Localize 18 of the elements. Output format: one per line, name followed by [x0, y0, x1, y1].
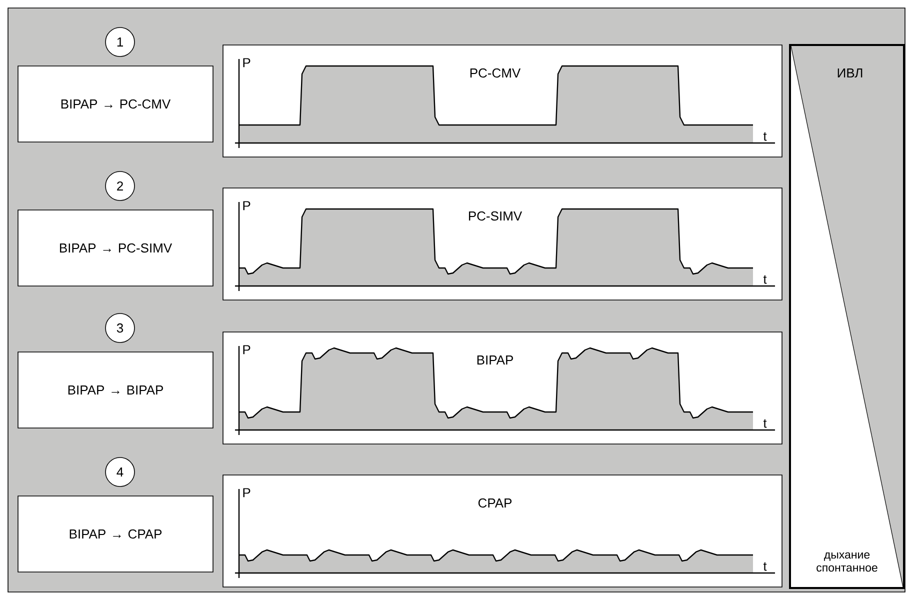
mode-box: BIPAP → PC-SIMV [18, 210, 214, 286]
mode-label: PC-CMV [470, 68, 521, 78]
panel-label: ИВЛ [838, 68, 862, 78]
axis-label: P [243, 201, 250, 210]
axis-label: P [243, 488, 250, 498]
mode-box: BIPAP → CPAP [18, 496, 214, 572]
axis-label: P [243, 345, 250, 354]
mode-box: BIPAP → BIPAP [18, 352, 214, 428]
axis-label: t [763, 275, 767, 284]
axis-label: P [243, 58, 250, 68]
axis-label: t [763, 562, 767, 571]
panel-label: дыхание спонтанное [816, 552, 878, 572]
mode-label: CPAP [478, 498, 512, 508]
axis-label: t [763, 419, 767, 428]
mode-label: PC-SIMV [468, 211, 522, 221]
axis-label: t [763, 132, 767, 141]
mode-label: BIPAP [477, 356, 513, 364]
mode-box: BIPAP → PC-CMV [18, 66, 214, 142]
